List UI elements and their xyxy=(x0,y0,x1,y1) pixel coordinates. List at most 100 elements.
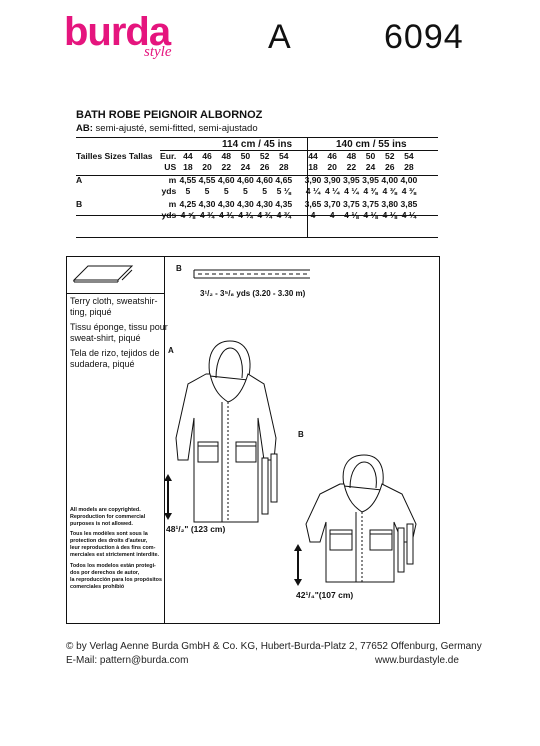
table-cell: 28 xyxy=(279,162,289,172)
copyright-fr: Tous les modèles sont sous la protection… xyxy=(70,531,159,558)
row-label xyxy=(76,210,160,221)
table-cell: 3,95 xyxy=(362,175,379,185)
table-cell: 3,95 xyxy=(342,175,360,185)
table-cell: 20 xyxy=(327,162,337,172)
row-label xyxy=(76,162,160,173)
table-cell: 4,30 xyxy=(217,199,235,209)
style-logo: style xyxy=(144,44,172,60)
table-bottom-rule xyxy=(76,237,438,238)
table-cell: 52 xyxy=(384,151,395,161)
fit-text: semi-ajusté, semi-fitted, semi-ajustado xyxy=(95,123,258,134)
table-cell: 18 xyxy=(308,162,318,172)
view-b-length: 42¹/₄"(107 cm) xyxy=(296,590,354,600)
table-header-rule xyxy=(160,150,438,151)
table-cell: 5 xyxy=(204,186,210,196)
table-cell: 4 ⅜ xyxy=(382,186,397,196)
view-a-label: A xyxy=(168,346,174,355)
table-cell: 4,65 xyxy=(275,175,293,185)
table-cell: 46 xyxy=(327,151,337,161)
table-cell: 46 xyxy=(202,151,212,161)
table-cell: 3,70 xyxy=(323,199,341,209)
layout-panel xyxy=(66,256,440,624)
table-rule-a xyxy=(76,215,438,216)
table-cell: 5 xyxy=(223,186,229,196)
swatch-rule xyxy=(66,293,164,294)
row-label: B xyxy=(76,199,83,209)
table-cell: 3,75 xyxy=(362,199,379,209)
table-cell: 48 xyxy=(221,151,231,161)
table-cell: 4 ¾ xyxy=(257,210,272,220)
table-width-divider xyxy=(307,137,308,237)
row-unit: yds xyxy=(161,186,177,196)
trim-view-label: B xyxy=(176,264,182,273)
table-cell: 4 ¼ xyxy=(344,186,359,196)
footer-copyright: © by Verlag Aenne Burda GmbH & Co. KG, H… xyxy=(66,641,482,652)
table-cell: 4 ¾ xyxy=(276,210,291,220)
table-cell: 5 xyxy=(262,186,267,196)
table-cell: 3,75 xyxy=(342,199,360,209)
table-cell: 3,80 xyxy=(381,199,399,209)
table-cell: 28 xyxy=(404,162,414,172)
table-cell: 3,85 xyxy=(400,199,418,209)
fabric-en: Terry cloth, sweatshir- ting, piqué xyxy=(70,296,158,317)
table-cell: 4,60 xyxy=(237,175,254,185)
table-cell: 4 ¾ xyxy=(199,210,215,220)
table-cell: 4 ¼ xyxy=(305,186,321,196)
footer-website[interactable]: www.burdastyle.de xyxy=(375,655,459,666)
table-cell: 3,90 xyxy=(323,175,341,185)
table-cell: 20 xyxy=(202,162,212,172)
fabric-es: Tela de rizo, tejidos de sudadera, piqué xyxy=(70,348,160,369)
table-cell: 4,60 xyxy=(217,175,235,185)
fabric-roll-icon xyxy=(72,265,134,283)
table-rule-sizes xyxy=(76,175,438,176)
row-label: A xyxy=(76,175,83,185)
width-114-label: 114 cm / 45 ins xyxy=(222,139,293,150)
row-unit: yds xyxy=(161,210,177,220)
row-label xyxy=(76,186,160,197)
table-cell: 4,30 xyxy=(198,199,216,209)
table-cell: 4 ⅜ xyxy=(363,186,378,196)
length-arrow-b-icon xyxy=(294,544,302,586)
table-cell: 4,55 xyxy=(198,175,216,185)
bathrobe-b-drawing xyxy=(305,454,417,583)
length-arrow-a-icon xyxy=(164,474,172,520)
table-cell: 5 xyxy=(243,186,248,196)
table-cell: 44 xyxy=(183,151,193,161)
table-cell: 52 xyxy=(259,151,270,161)
width-140-label: 140 cm / 55 ins xyxy=(336,139,407,150)
table-cell: 54 xyxy=(404,151,414,161)
table-cell: 26 xyxy=(259,162,270,172)
table-cell: 4,00 xyxy=(381,175,399,185)
row-unit: Eur. xyxy=(160,151,177,161)
fabric-fr: Tissu éponge, tissu pour sweat-shirt, pi… xyxy=(70,322,168,343)
table-cell: 4 xyxy=(310,210,316,220)
table-cell: 4,35 xyxy=(275,199,293,209)
fit-prefix: AB: xyxy=(76,123,93,134)
table-cell: 4 ¼ xyxy=(401,210,417,220)
table-cell: 4,30 xyxy=(237,199,254,209)
footer-email[interactable]: E-Mail: pattern@burda.com xyxy=(66,655,189,666)
view-b-label: B xyxy=(298,430,304,439)
table-cell: 22 xyxy=(221,162,231,172)
table-cell: 4 xyxy=(329,210,335,220)
table-cell: 26 xyxy=(384,162,395,172)
table-cell: 4,25 xyxy=(179,199,197,209)
view-a-length: 48¹/₂" (123 cm) xyxy=(166,524,226,534)
table-cell: 4 ⅝ xyxy=(180,210,196,220)
table-cell: 24 xyxy=(240,162,251,172)
view-letter: A xyxy=(268,18,291,56)
row-unit: US xyxy=(164,162,177,172)
table-cell: 44 xyxy=(308,151,318,161)
table-cell: 4,55 xyxy=(179,175,197,185)
table-cell: 50 xyxy=(365,151,376,161)
bathrobe-a-drawing xyxy=(175,340,278,523)
panel-divider xyxy=(164,256,165,624)
trim-measure: 3¹/₂ - 3⁵/₈ yds (3.20 - 3.30 m) xyxy=(200,289,306,298)
table-cell: 4 ⅛ xyxy=(363,210,378,220)
